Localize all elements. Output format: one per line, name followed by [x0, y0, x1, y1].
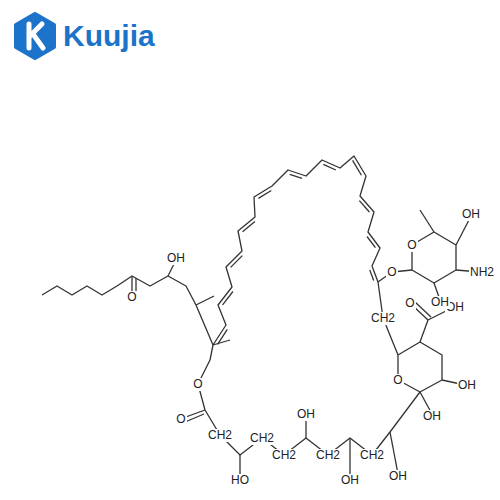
atom-label: O [392, 374, 403, 387]
double-bond [258, 191, 271, 199]
atom-label: CH2 [271, 449, 297, 462]
double-bond [370, 270, 374, 280]
atom-label: CH2 [359, 449, 385, 462]
atom-label: O [386, 266, 397, 279]
atom-label: O [192, 378, 203, 391]
double-bond [367, 237, 375, 248]
double-bond [231, 256, 243, 268]
atom-label: OH [461, 208, 481, 221]
atom-label: OH [166, 252, 186, 265]
double-bond [323, 164, 336, 170]
atom-label: OH [388, 470, 408, 483]
double-bond [290, 174, 302, 178]
double-bond [359, 201, 369, 212]
atom-label: O [126, 291, 137, 304]
atom-label: O [404, 297, 415, 310]
brand-name: Kuujia [62, 20, 156, 52]
atom-label: O [175, 413, 186, 426]
bond-lines [42, 156, 480, 478]
atom-label: OH [430, 296, 450, 309]
atom-label: OH [340, 474, 360, 487]
atom-label: CH2 [249, 432, 275, 445]
atom-label: HO [230, 474, 250, 487]
atom-label: CH2 [207, 429, 233, 442]
atom-label: OH [422, 410, 442, 423]
double-bond [243, 222, 255, 232]
atom-label: OH [457, 379, 477, 392]
atom-label: CH2 [315, 449, 341, 462]
atom-label: NH2 [469, 266, 495, 279]
double-bond [353, 160, 362, 175]
logo-icon [16, 14, 54, 58]
atom-label: OH [296, 408, 316, 421]
double-bond [218, 329, 228, 344]
double-bond [223, 292, 233, 305]
atom-label: CH2 [370, 312, 396, 325]
atom-label: O [406, 239, 417, 252]
